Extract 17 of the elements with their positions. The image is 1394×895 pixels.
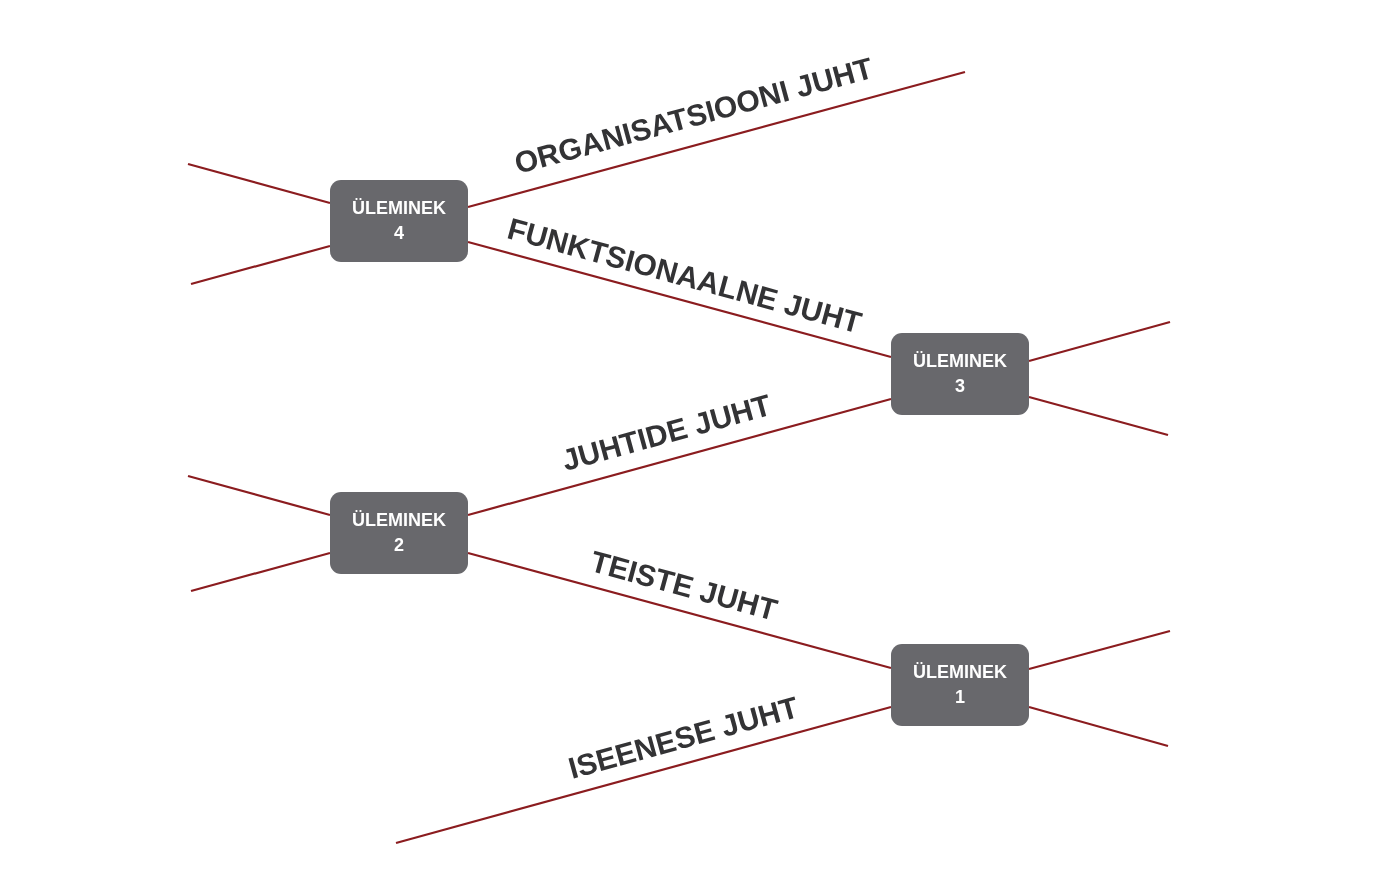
connector-line (187, 162, 331, 205)
connector-line (1028, 705, 1169, 748)
connector-line (467, 551, 892, 670)
connector-line (467, 240, 892, 359)
connector-line (187, 474, 331, 517)
connector-line (1028, 395, 1169, 437)
connector-line (190, 244, 331, 286)
connector-line (395, 705, 892, 845)
process-box: ÜLEMINEK 3 (891, 333, 1029, 415)
connector-line (190, 551, 331, 593)
process-box: ÜLEMINEK 4 (330, 180, 468, 262)
connector-line (1028, 320, 1171, 363)
connector-line (1028, 629, 1171, 671)
connector-line (467, 70, 966, 209)
connector-line (467, 397, 892, 517)
process-box: ÜLEMINEK 2 (330, 492, 468, 574)
process-box: ÜLEMINEK 1 (891, 644, 1029, 726)
